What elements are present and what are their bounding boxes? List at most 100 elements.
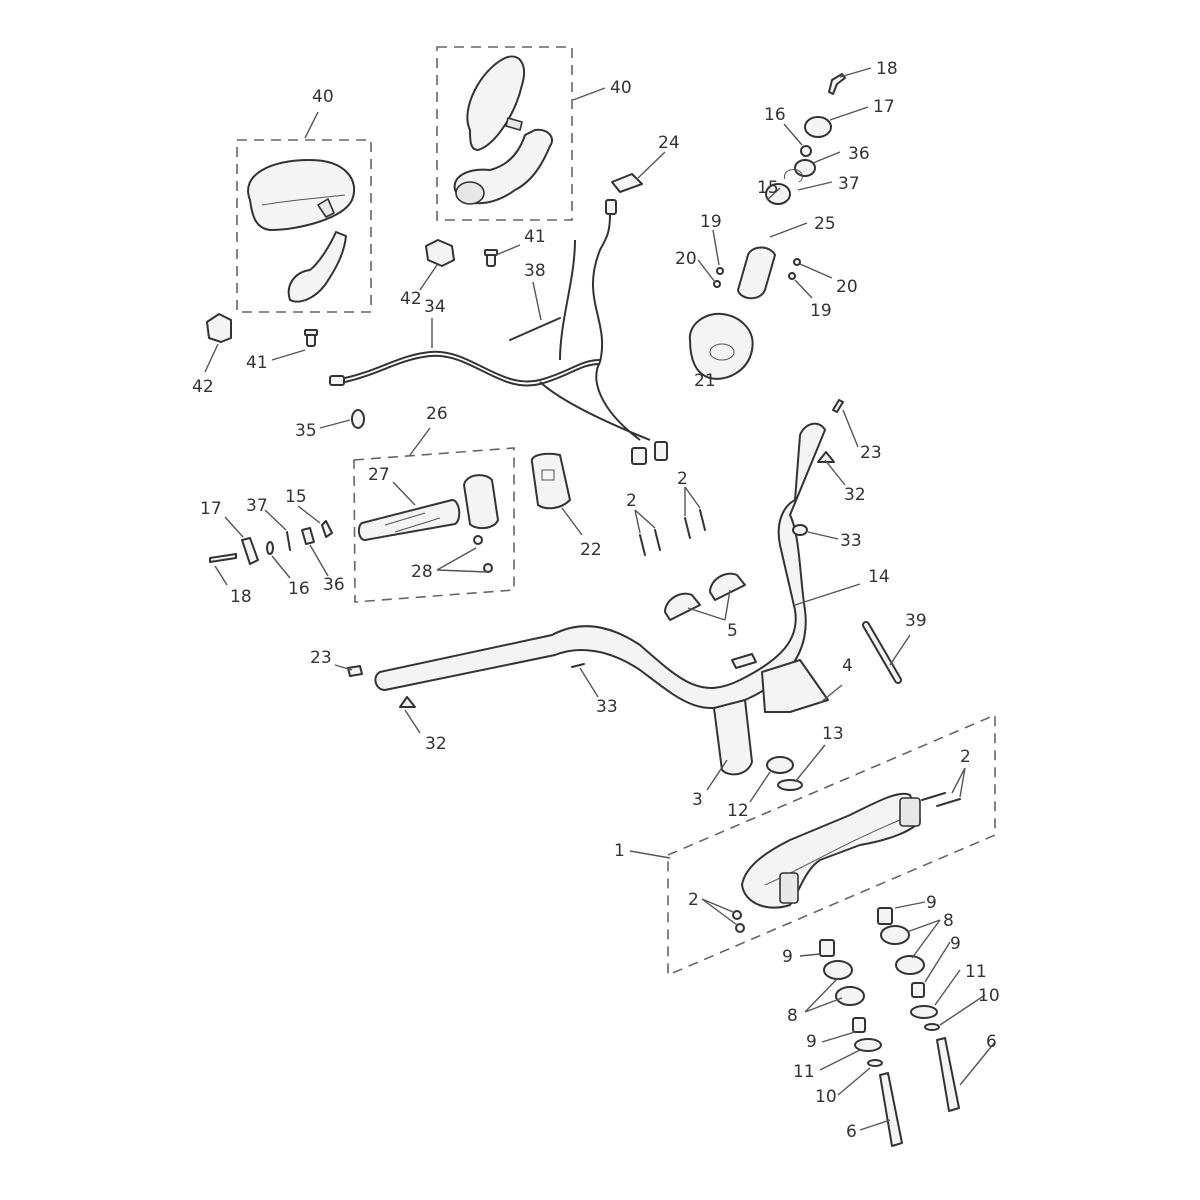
callout-13: 13 bbox=[822, 724, 844, 744]
callout-23: 23 bbox=[310, 648, 332, 668]
rod-38[interactable] bbox=[509, 317, 561, 341]
washer-13[interactable] bbox=[777, 779, 803, 791]
callout-12: 12 bbox=[727, 801, 749, 821]
callout-26: 26 bbox=[426, 404, 448, 424]
callout-11: 11 bbox=[965, 962, 987, 982]
callout-41: 41 bbox=[524, 227, 546, 247]
throttle-housing-25[interactable] bbox=[737, 246, 776, 300]
callout-21: 21 bbox=[694, 371, 716, 391]
callout-10: 10 bbox=[978, 986, 1000, 1006]
bush-stack-right[interactable] bbox=[877, 907, 960, 1112]
connector-24[interactable] bbox=[611, 173, 643, 193]
grip-group-box bbox=[353, 447, 515, 603]
callout-9: 9 bbox=[950, 934, 961, 954]
mirror-adapter-42-right[interactable] bbox=[425, 239, 455, 267]
bar-end-plug-23-right[interactable] bbox=[832, 399, 844, 413]
callout-3: 3 bbox=[692, 790, 703, 810]
callout-27: 27 bbox=[368, 465, 390, 485]
callout-6: 6 bbox=[846, 1122, 857, 1142]
rubber-12[interactable] bbox=[766, 756, 794, 774]
bush-stack-left[interactable] bbox=[819, 939, 903, 1147]
callout-40: 40 bbox=[610, 78, 632, 98]
callout-20: 20 bbox=[836, 277, 858, 297]
callout-11: 11 bbox=[793, 1062, 815, 1082]
callout-4: 4 bbox=[842, 656, 853, 676]
callout-42: 42 bbox=[400, 289, 422, 309]
callout-6: 6 bbox=[986, 1032, 997, 1052]
left-switch-22[interactable] bbox=[530, 452, 571, 510]
mirror-adapter-42-left[interactable] bbox=[206, 313, 232, 343]
callout-22: 22 bbox=[580, 540, 602, 560]
bar-end-plug-23-left[interactable] bbox=[347, 665, 363, 677]
callout-1: 1 bbox=[614, 841, 625, 861]
callout-37: 37 bbox=[246, 496, 268, 516]
callout-32: 32 bbox=[425, 734, 447, 754]
callout-39: 39 bbox=[905, 611, 927, 631]
callout-28: 28 bbox=[411, 562, 433, 582]
callout-14: 14 bbox=[868, 567, 890, 587]
clamp-top-5-a[interactable] bbox=[664, 592, 701, 621]
callout-2: 2 bbox=[677, 469, 688, 489]
callout-41: 41 bbox=[246, 353, 268, 373]
callout-16: 16 bbox=[288, 579, 310, 599]
callout-42: 42 bbox=[192, 377, 214, 397]
mirror-right[interactable] bbox=[453, 55, 554, 205]
callout-32: 32 bbox=[844, 485, 866, 505]
callout-40: 40 bbox=[312, 87, 334, 107]
callout-36: 36 bbox=[848, 144, 870, 164]
throttle-end-parts[interactable] bbox=[713, 73, 846, 288]
callout-8: 8 bbox=[943, 911, 954, 931]
wiring-harness-34[interactable] bbox=[329, 199, 668, 465]
callout-19: 19 bbox=[810, 301, 832, 321]
riser-3[interactable] bbox=[713, 699, 753, 776]
callout-37: 37 bbox=[838, 174, 860, 194]
callout-17: 17 bbox=[200, 499, 222, 519]
right-switch-21[interactable] bbox=[688, 312, 754, 380]
screw-41-left[interactable] bbox=[304, 329, 318, 347]
pin-33-left[interactable] bbox=[571, 663, 585, 668]
pin-33-right[interactable] bbox=[792, 524, 808, 536]
riser-4[interactable] bbox=[761, 659, 829, 713]
callout-35: 35 bbox=[295, 421, 317, 441]
callout-2: 2 bbox=[626, 491, 637, 511]
bar-end-left-parts[interactable] bbox=[209, 520, 333, 565]
heated-grip-housing[interactable] bbox=[463, 474, 499, 530]
clip-35[interactable] bbox=[351, 409, 365, 429]
callout-16: 16 bbox=[764, 105, 786, 125]
leader-lines bbox=[204, 67, 996, 1131]
callout-15: 15 bbox=[757, 178, 779, 198]
bolts-2-upper[interactable] bbox=[639, 509, 706, 556]
callout-9: 9 bbox=[926, 893, 937, 913]
callout-25: 25 bbox=[814, 214, 836, 234]
handlebar-14[interactable] bbox=[374, 422, 826, 709]
rod-39-highlight bbox=[864, 623, 900, 682]
top-clamp-1[interactable] bbox=[741, 792, 921, 909]
callout-36: 36 bbox=[323, 575, 345, 595]
clamp-top-5-b[interactable] bbox=[709, 572, 746, 601]
mirror-right-group-box bbox=[436, 46, 573, 221]
callout-15: 15 bbox=[285, 487, 307, 507]
callout-8: 8 bbox=[787, 1006, 798, 1026]
weight-insert-32-left[interactable] bbox=[399, 696, 416, 708]
callout-2: 2 bbox=[688, 890, 699, 910]
callout-34: 34 bbox=[424, 297, 446, 317]
callout-33: 33 bbox=[596, 697, 618, 717]
screw-41-right[interactable] bbox=[484, 249, 498, 267]
callout-17: 17 bbox=[873, 97, 895, 117]
callout-5: 5 bbox=[727, 621, 738, 641]
callout-18: 18 bbox=[230, 587, 252, 607]
callout-9: 9 bbox=[782, 947, 793, 967]
callout-10: 10 bbox=[815, 1087, 837, 1107]
bolts-2-clamp-left[interactable] bbox=[732, 910, 745, 933]
screw-28-b[interactable] bbox=[483, 563, 493, 573]
callout-18: 18 bbox=[876, 59, 898, 79]
grip-27[interactable] bbox=[357, 499, 461, 541]
bolts-2-clamp-right[interactable] bbox=[921, 792, 961, 807]
callout-24: 24 bbox=[658, 133, 680, 153]
screw-28-a[interactable] bbox=[473, 535, 483, 545]
callout-23: 23 bbox=[860, 443, 882, 463]
mirror-left[interactable] bbox=[247, 159, 356, 303]
